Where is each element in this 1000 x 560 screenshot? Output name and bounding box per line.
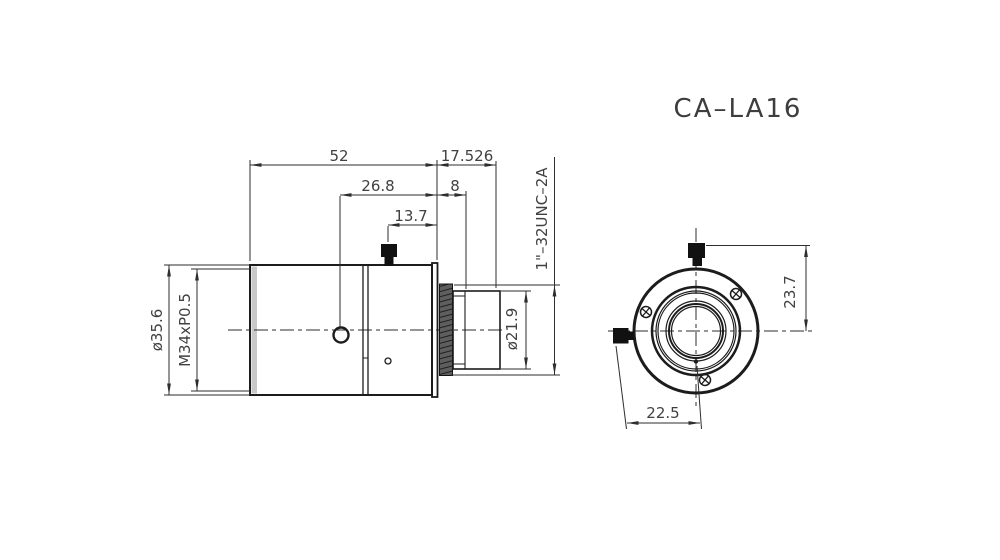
index-dot bbox=[384, 357, 392, 365]
dim-label-thumbscrew-to-axis: 22.5 bbox=[646, 404, 679, 422]
dim-overall-length: 52 bbox=[250, 147, 437, 167]
front-barrel-outline bbox=[452, 290, 501, 370]
dim-label-overall-length: 52 bbox=[329, 147, 348, 165]
dim-thumbscrew-offset: 13.7 bbox=[388, 207, 437, 227]
outer-body-circle bbox=[632, 267, 760, 395]
mount-ring-circle bbox=[650, 285, 742, 377]
front-view bbox=[608, 228, 812, 408]
thread-root-circle bbox=[657, 292, 735, 370]
dim-focus-ring-span: 26.8 bbox=[340, 177, 437, 197]
phillips-screw bbox=[729, 287, 743, 301]
bore-chamfer-circle bbox=[670, 305, 722, 357]
dim-label-rear-thread: M34xP0.5 bbox=[176, 293, 194, 367]
index-mark bbox=[693, 359, 699, 364]
dim-label-center-to-thumbscrew-top: 23.7 bbox=[781, 275, 799, 308]
side-view bbox=[228, 244, 504, 398]
knurled-mount-thread bbox=[439, 283, 453, 376]
thumbscrew-head-left bbox=[613, 328, 629, 344]
thumbscrew-head-side bbox=[381, 244, 397, 257]
mount-face-circles bbox=[632, 267, 760, 395]
thumbscrew-neck-left bbox=[628, 331, 634, 340]
thumbscrew-neck-side bbox=[384, 257, 394, 266]
dim-center-to-thumbscrew-top: 23.7 bbox=[706, 245, 810, 331]
dim-mount-thread: 1"–32UNC–2A bbox=[533, 157, 557, 375]
dim-label-body-diameter: ø35.6 bbox=[148, 309, 166, 352]
front-lip-flange bbox=[431, 262, 439, 398]
thumbscrew-head-top bbox=[688, 243, 705, 258]
set-screw-hole bbox=[332, 326, 350, 344]
dim-mount-protrusion: 17.526 bbox=[437, 147, 496, 167]
thread-crest-circle bbox=[655, 290, 737, 372]
dim-body-diameter: ø35.6 bbox=[148, 265, 171, 395]
side-view-dimensions: 52 17.526 26.8 8 13.7 ø35.6 M34x bbox=[148, 147, 560, 396]
dim-label-front-step: 8 bbox=[450, 177, 460, 195]
page-title: CA–LA16 bbox=[674, 94, 803, 124]
dim-label-front-barrel-diameter: ø21.9 bbox=[503, 308, 521, 351]
dim-label-thumbscrew-offset: 13.7 bbox=[394, 207, 427, 225]
dim-front-barrel-diameter: ø21.9 bbox=[503, 291, 528, 369]
phillips-screw bbox=[639, 305, 653, 319]
dim-thumbscrew-to-axis: 22.5 bbox=[615, 345, 702, 430]
dim-rear-thread: M34xP0.5 bbox=[176, 269, 199, 391]
dim-label-mount-protrusion: 17.526 bbox=[441, 147, 494, 165]
dim-label-focus-ring-span: 26.8 bbox=[361, 177, 394, 195]
dim-front-step: 8 bbox=[437, 177, 466, 197]
bore-circle bbox=[668, 303, 724, 359]
thumbscrew-neck-top bbox=[692, 258, 702, 266]
dim-label-mount-thread: 1"–32UNC–2A bbox=[533, 167, 551, 271]
front-view-dimensions: 23.7 22.5 bbox=[615, 245, 810, 430]
phillips-screw bbox=[698, 373, 712, 387]
